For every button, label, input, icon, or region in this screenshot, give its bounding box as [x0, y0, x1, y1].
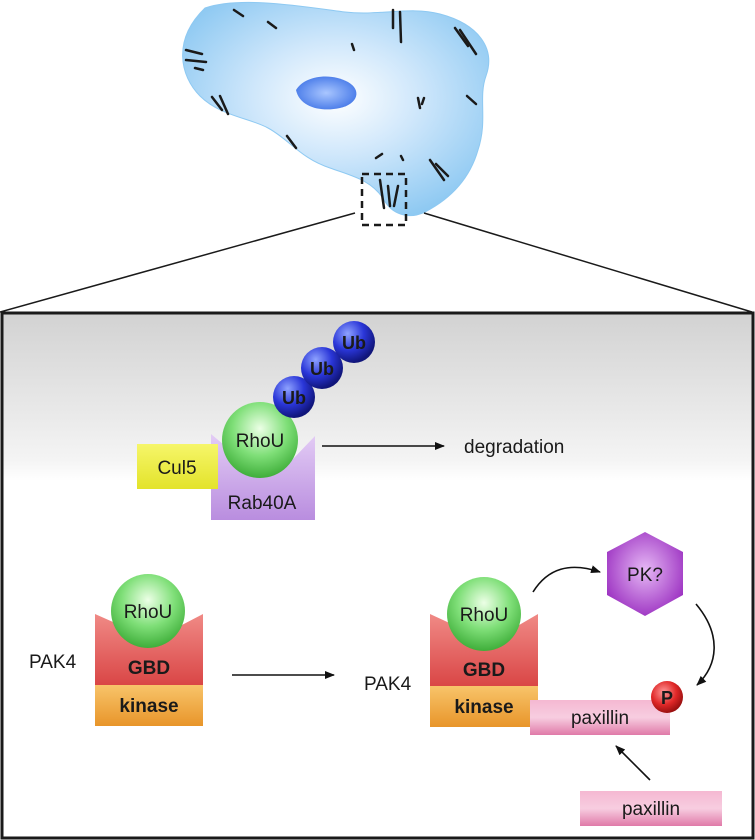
degradation-pathway: Rab40A Cul5 RhoU Ub Ub Ub degradation [137, 321, 564, 520]
degradation-label: degradation [464, 437, 564, 458]
pk-label: PK? [627, 565, 663, 586]
phospho-label: P [661, 688, 673, 708]
paxillin-bound-bar [530, 700, 670, 735]
gbd-left-label: GBD [128, 658, 170, 679]
pak4-right-label: PAK4 [364, 674, 412, 695]
pak4-left: PAK4 GBD kinase RhoU [29, 574, 203, 726]
paxillin-bound: paxillin P [530, 681, 683, 735]
cell-body [182, 1, 490, 216]
zoom-line-left [0, 212, 356, 313]
protein-kinase: PK? [607, 532, 683, 616]
ub-1 [273, 376, 315, 418]
paxillin-free-bar [580, 791, 722, 826]
focal-adhesions [184, 8, 478, 210]
ub-1-label: Ub [282, 388, 306, 408]
rhou-to-pk-arrow [532, 565, 601, 593]
ub-2-label: Ub [310, 359, 334, 379]
ub-2 [301, 347, 343, 389]
paxillin-free-label: paxillin [622, 799, 680, 820]
cul5 [137, 444, 218, 489]
ub-3-label: Ub [342, 333, 366, 353]
kinase-left [95, 685, 203, 726]
recruitment-arrow [615, 745, 651, 781]
rhou-right-label: RhoU [460, 605, 509, 626]
ub-3 [333, 321, 375, 363]
rhou-degradation-label: RhoU [236, 431, 285, 452]
pk-hexagon [607, 532, 683, 616]
pk-to-paxillin-arrow [695, 603, 715, 686]
zoom-line-right [423, 212, 753, 313]
rab40a-label: Rab40A [228, 493, 297, 514]
kinase-right-label: kinase [454, 697, 513, 718]
cell [182, 1, 490, 216]
gbd-right-label: GBD [463, 660, 505, 681]
rhou-degradation [222, 402, 298, 478]
rhou-right [447, 577, 521, 651]
kinase-right [430, 686, 538, 727]
pak4-left-label: PAK4 [29, 652, 77, 673]
rhou-left-label: RhoU [124, 602, 173, 623]
cul5-label: Cul5 [157, 458, 196, 479]
paxillin-bound-label: paxillin [571, 708, 629, 729]
rhou-left [111, 574, 185, 648]
phospho-site [651, 681, 683, 713]
kinase-left-label: kinase [119, 696, 178, 717]
pak4-right: PAK4 GBD kinase RhoU [364, 577, 538, 727]
nucleus [296, 76, 357, 110]
paxillin-free: paxillin [580, 791, 722, 826]
